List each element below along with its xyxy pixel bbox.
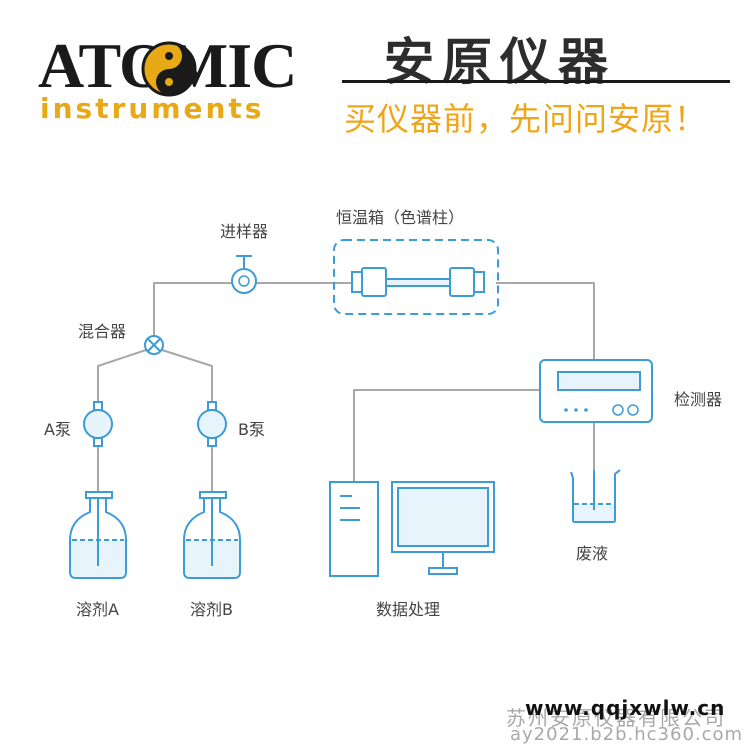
flow-line-main (153, 282, 232, 343)
solvent-bottle-a-icon (69, 491, 127, 579)
label-waste: 废液 (576, 544, 609, 563)
yin-yang-logo-icon (141, 41, 197, 97)
label-solvent-b: 溶剂B (190, 600, 233, 619)
injector-valve-icon (231, 255, 257, 294)
flow-line-detector-computer (353, 389, 540, 482)
pump-b-icon (197, 401, 227, 447)
label-pump-b: B泵 (238, 420, 265, 439)
label-pump-a: A泵 (44, 420, 71, 439)
column-oven-box (333, 239, 499, 315)
logo-subtext: instruments (40, 92, 265, 125)
label-solvent-a: 溶剂A (76, 600, 119, 619)
waste-beaker-icon (570, 469, 621, 523)
label-mixer: 混合器 (78, 322, 127, 341)
header-divider (342, 80, 730, 83)
pump-a-icon (83, 401, 113, 447)
column-icon (351, 267, 485, 297)
flow-line-mixer-pumpA (97, 349, 147, 406)
site-watermark: ay2021.b2b.hc360.com (510, 724, 744, 745)
mixer-icon (144, 335, 164, 355)
label-column-oven: 恒温箱（色谱柱） (336, 208, 465, 227)
website-url: www.qqjxwlw.cn (525, 696, 726, 720)
company-watermark: 苏州安原仪器有限公司 (506, 706, 726, 730)
computer-tower-icon (329, 481, 379, 577)
flow-line-column-detector (496, 282, 595, 360)
solvent-bottle-b-icon (183, 491, 241, 579)
label-data-processing: 数据处理 (376, 600, 441, 619)
label-detector: 检测器 (674, 390, 723, 409)
detector-icon (539, 359, 653, 423)
monitor-icon (391, 481, 495, 575)
flow-line-mixer-pumpB (161, 349, 213, 406)
slogan: 买仪器前，先问问安原！ (344, 100, 708, 138)
label-injector: 进样器 (220, 222, 269, 241)
